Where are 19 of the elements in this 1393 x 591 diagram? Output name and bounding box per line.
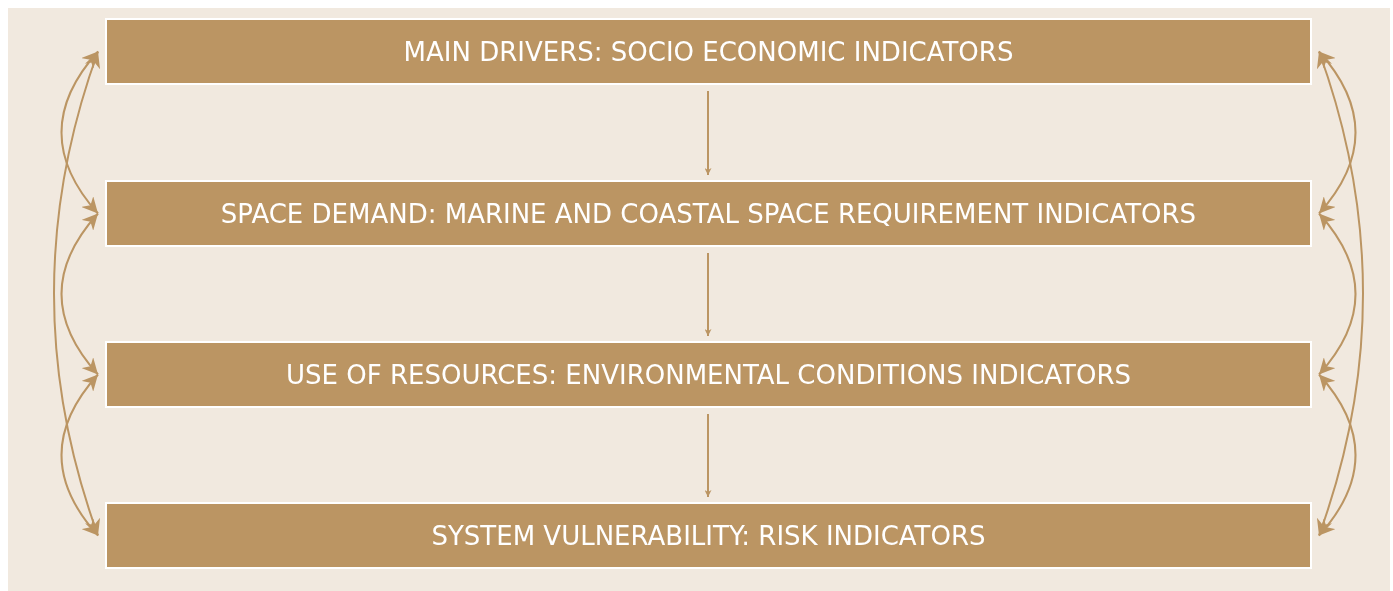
box-label: SYSTEM VULNERABILITY: RISK INDICATORS [431, 520, 986, 551]
arrow [704, 413, 712, 498]
arrow [60, 212, 99, 376]
arrow [60, 373, 99, 537]
indicator-box [105, 180, 1312, 247]
arrow [1318, 373, 1357, 537]
arrow [704, 90, 712, 176]
box-label: USE OF RESOURCES: ENVIRONMENTAL CONDITIONS INDICATORS [286, 359, 1131, 390]
indicator-box [105, 18, 1312, 85]
indicator-box [105, 502, 1312, 569]
arrow [704, 252, 712, 337]
arrow [60, 50, 99, 215]
arrow [1318, 50, 1357, 215]
arrow [1318, 212, 1357, 376]
box-label: MAIN DRIVERS: SOCIO ECONOMIC INDICATORS [403, 36, 1014, 67]
box-label: SPACE DEMAND: MARINE AND COASTAL SPACE REQUIREMENT INDICATORS [220, 198, 1197, 229]
arrow [1316, 50, 1364, 537]
indicator-box [105, 341, 1312, 408]
arrow [53, 50, 101, 537]
